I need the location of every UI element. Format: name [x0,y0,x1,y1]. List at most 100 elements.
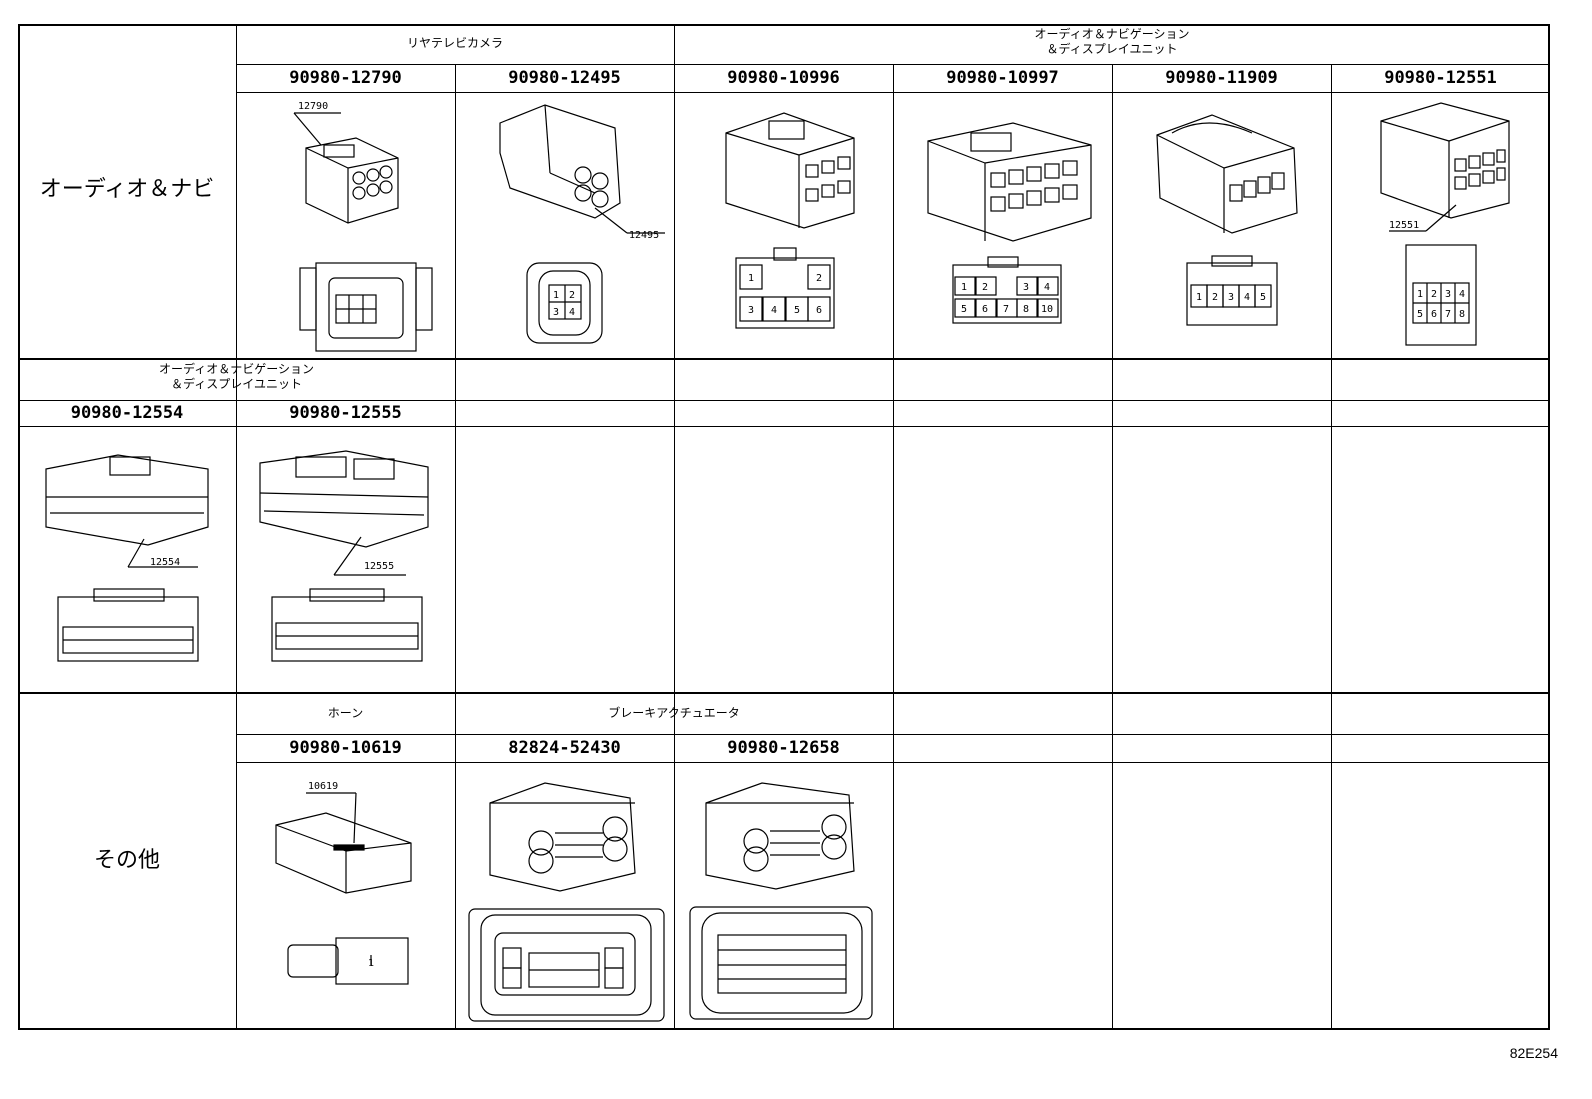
section-line-2: ＆ディスプレイユニット [171,377,302,391]
pin-label: 1 [1417,289,1423,300]
connector-12555-svg: 12555 [259,450,429,662]
part-number: 90980-10996 [727,68,840,88]
callout-label: 12495 [629,230,659,241]
grid-line [18,426,1550,427]
pin-label: 1 [961,282,967,293]
figure-code: 82E254 [1509,1045,1558,1061]
part-number: 90980-12658 [727,738,840,758]
part-number: 82824-52430 [508,738,621,758]
pin-label: 4 [1244,292,1250,303]
grid-line [1331,64,1332,1030]
part-number: 90980-12554 [70,403,184,423]
category-audio-navi: オーディオ＆ナビ [39,177,215,202]
part-number: 90980-10997 [946,68,1059,88]
grid-line [18,358,1550,360]
pin-label: 6 [816,305,822,316]
pin-label: 5 [961,304,967,315]
connector-10996-drawing: 1 2 3 4 5 6 [674,93,893,357]
pin-label: 4 [569,307,575,318]
grid-line [1112,64,1113,1030]
pin-label: 1 [553,290,559,301]
part-number: 90980-12555 [289,403,402,423]
pin-label: 1 [748,273,754,284]
grid-line [18,692,1550,694]
pin-label: 4 [1044,282,1050,293]
connector-12790-svg: 12790 [293,101,433,352]
grid-line [455,64,456,358]
callout-label: 12554 [150,557,180,568]
pin-label: 3 [1445,289,1451,300]
connector-12551-svg: 12551 1 2 3 4 5 6 7 8 [1380,102,1510,346]
category-other: その他 [93,848,160,873]
part-number: 90980-12551 [1384,68,1497,88]
pin-numbers: 1 2 3 4 5 6 [748,273,822,316]
connector-12495-svg: 12495 1 2 3 4 [499,104,665,344]
pin-label: 8 [1459,309,1465,320]
connector-10997-drawing: 1 2 3 4 5 6 7 8 10 [893,93,1112,357]
pin-label: 2 [1212,292,1218,303]
grid-line [455,358,456,1030]
section-audio-navi-display: オーディオ＆ナビゲーション ＆ディスプレイユニット [674,27,1550,57]
connector-10997-svg: 1 2 3 4 5 6 7 8 10 [927,122,1092,324]
grid-line [236,24,237,1030]
pin-label: 6 [982,304,988,315]
pin-label: 10 [1041,304,1053,315]
pin-label: 1 [368,958,374,969]
callout-label: 12790 [298,101,328,112]
section-line-2: ＆ディスプレイユニット [1046,42,1178,56]
pin-label: 5 [794,305,800,316]
pin-label: 3 [553,307,559,318]
connector-12554-drawing: 12554 [18,427,236,691]
pin-label: 2 [816,273,822,284]
pin-label: 3 [1228,292,1234,303]
connector-10619-drawing: 10619 1 [236,763,455,1027]
grid-line [893,64,894,1030]
callout-label: 10619 [308,781,338,792]
pin-label: 2 [982,282,988,293]
grid-line [674,24,675,1030]
connector-10996-svg: 1 2 3 4 5 6 [725,112,855,329]
part-number: 90980-12495 [508,68,621,88]
connector-12658-svg [689,782,873,1020]
pin-label: 7 [1445,309,1451,320]
connector-11909-svg: 1 2 3 4 5 [1156,114,1298,326]
pin-label: 7 [1003,304,1009,315]
pin-label: 3 [1023,282,1029,293]
connector-12551-drawing: 12551 1 2 3 4 5 6 7 8 [1331,93,1550,357]
part-number: 90980-11909 [1165,68,1278,88]
pin-label: 3 [748,305,754,316]
section-horn: ホーン [327,706,364,720]
connector-11909-drawing: 1 2 3 4 5 [1112,93,1331,357]
section-rear-camera: リヤテレビカメラ [406,36,503,50]
pin-numbers: 1 2 3 4 5 6 7 8 10 [961,282,1053,315]
connector-10619-svg: 10619 1 [275,781,412,985]
pin-numbers: 1 2 3 4 [553,290,575,318]
connector-12555-drawing: 12555 [236,427,455,691]
section-brake-actuator: ブレーキアクチュエータ [608,706,740,720]
connector-12554-svg: 12554 [45,454,209,662]
connector-12495-drawing: 12495 1 2 3 4 [455,93,674,357]
part-number: 90980-12790 [289,68,402,88]
pin-label: 5 [1260,292,1266,303]
connector-52430-drawing [455,763,674,1027]
callout-label: 12555 [364,561,394,572]
connector-12790-drawing: 12790 [236,93,455,357]
connector-table [18,24,1550,1030]
section-line-1: オーディオ＆ナビゲーション [159,362,314,376]
part-number: 90980-10619 [289,738,402,758]
pin-label: 5 [1417,309,1423,320]
grid-line [18,400,1550,401]
section-line-1: オーディオ＆ナビゲーション [1034,27,1190,41]
section-audio-navi-display: オーディオ＆ナビゲーション ＆ディスプレイユニット [18,362,455,392]
pin-label: 8 [1023,304,1029,315]
pin-label: 1 [1196,292,1202,303]
pin-numbers: 1 2 3 4 5 [1196,292,1266,303]
pin-label: 4 [1459,289,1465,300]
callout-label: 12551 [1389,220,1419,231]
pin-label: 2 [569,290,575,301]
pin-label: 2 [1431,289,1437,300]
connector-12658-drawing [674,763,893,1027]
pin-label: 4 [771,305,777,316]
pin-numbers: 1 2 3 4 5 6 7 8 [1417,289,1465,320]
pin-label: 6 [1431,309,1437,320]
